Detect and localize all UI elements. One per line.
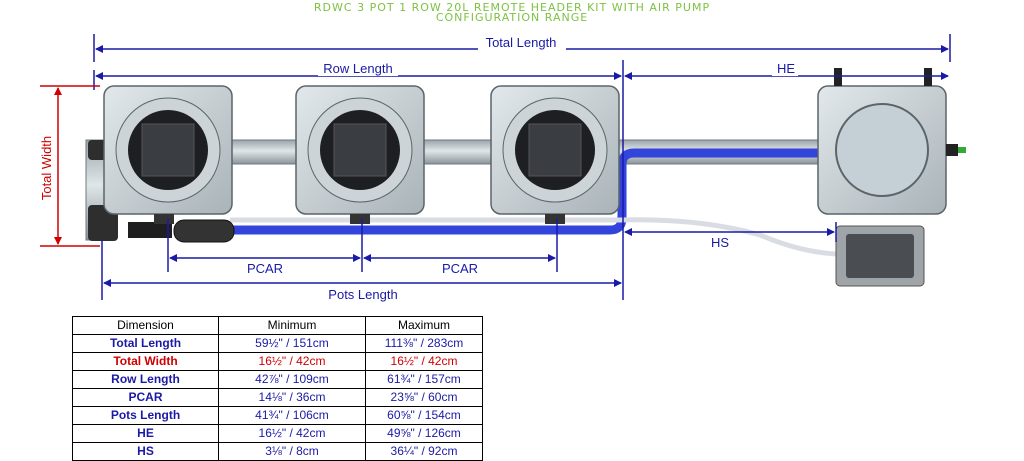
table-header-row: Dimension Minimum Maximum — [72, 316, 483, 335]
label-he: HE — [777, 61, 795, 76]
row-dimension-name: HS — [72, 442, 219, 461]
pump-valve — [173, 219, 235, 243]
label-total-length: Total Length — [486, 35, 557, 50]
row-dimension-name: Row Length — [72, 370, 219, 389]
diagram-subtitle: CONFIGURATION RANGE — [435, 11, 589, 24]
row-dimension-name: PCAR — [72, 388, 219, 407]
table-row: Total Length 59½" / 151cm 111⅜" / 283cm — [72, 334, 483, 353]
kit-layout-diagram: Total Length Row Length HE Total Width H… — [39, 34, 966, 302]
row-minimum: 16½" / 42cm — [218, 424, 366, 443]
label-row-length: Row Length — [323, 61, 392, 76]
row-maximum: 111⅜" / 283cm — [365, 334, 483, 353]
dim-row-length — [93, 60, 624, 300]
table-row: HS 3⅛" / 8cm 36¼" / 92cm — [72, 442, 483, 461]
label-pcar-1: PCAR — [247, 261, 283, 276]
diagram-title: RDWC 3 POT 1 ROW 20L REMOTE HEADER KIT W… — [313, 1, 711, 14]
row-maximum: 16½" / 42cm — [365, 352, 483, 371]
row-dimension-name: HE — [72, 424, 219, 443]
row-minimum: 41¾" / 106cm — [218, 406, 366, 425]
dimension-table: Dimension Minimum Maximum Total Length 5… — [72, 316, 483, 461]
label-pcar-2: PCAR — [442, 261, 478, 276]
row-minimum: 59½" / 151cm — [218, 334, 366, 353]
table-row: Pots Length 41¾" / 106cm 60⅝" / 154cm — [72, 406, 483, 425]
pump-fitting — [128, 222, 172, 238]
pot-2 — [295, 85, 425, 224]
pot-3 — [490, 85, 620, 224]
table-row: Row Length 42⅞" / 109cm 61¾" / 157cm — [72, 370, 483, 389]
table-row: PCAR 14⅛" / 36cm 23⅝" / 60cm — [72, 388, 483, 407]
blue-return-pipe — [230, 148, 820, 235]
dim-total-length — [93, 34, 951, 62]
pot-1 — [103, 85, 233, 224]
table-row: Total Width 16½" / 42cm 16½" / 42cm — [72, 352, 483, 371]
label-total-width: Total Width — [39, 136, 54, 200]
row-maximum: 61¾" / 157cm — [365, 370, 483, 389]
row-maximum: 23⅝" / 60cm — [365, 388, 483, 407]
row-minimum: 14⅛" / 36cm — [218, 388, 366, 407]
row-dimension-name: Total Length — [72, 334, 219, 353]
header-minimum: Minimum — [218, 316, 366, 335]
table-row: HE 16½" / 42cm 49⅝" / 126cm — [72, 424, 483, 443]
dim-hs — [624, 222, 837, 242]
air-pump — [835, 225, 925, 287]
row-minimum: 3⅛" / 8cm — [218, 442, 366, 461]
row-minimum: 16½" / 42cm — [218, 352, 366, 371]
dim-he — [624, 64, 949, 80]
header-maximum: Maximum — [365, 316, 483, 335]
air-line — [230, 217, 837, 257]
header-dimension: Dimension — [72, 316, 219, 335]
dim-pots-length — [101, 240, 622, 300]
dim-total-width — [40, 85, 100, 247]
row-dimension-name: Total Width — [72, 352, 219, 371]
label-pots-length: Pots Length — [328, 287, 397, 302]
row-maximum: 36¼" / 92cm — [365, 442, 483, 461]
header-tank — [817, 68, 966, 215]
label-hs: HS — [711, 235, 729, 250]
row-minimum: 42⅞" / 109cm — [218, 370, 366, 389]
row-dimension-name: Pots Length — [72, 406, 219, 425]
row-maximum: 60⅝" / 154cm — [365, 406, 483, 425]
row-maximum: 49⅝" / 126cm — [365, 424, 483, 443]
dim-pcar — [167, 218, 558, 272]
